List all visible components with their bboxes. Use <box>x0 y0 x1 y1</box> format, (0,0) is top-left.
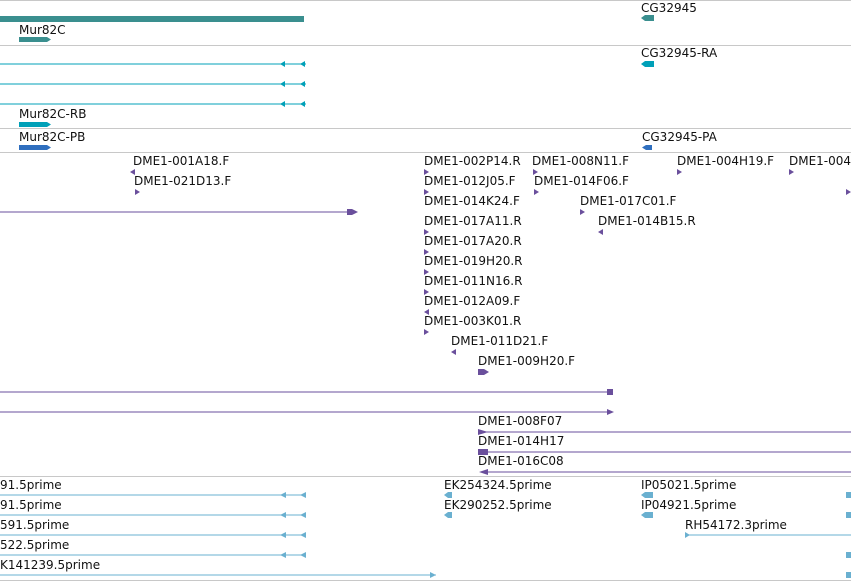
bac-end-glyph[interactable] <box>451 349 456 355</box>
protein-label-cg32945-pa[interactable]: CG32945-PA <box>642 130 717 144</box>
gene-feature-mur82c-span[interactable] <box>0 16 304 22</box>
bac-end-label[interactable]: DME1-004 <box>789 154 851 168</box>
bac-end-label[interactable]: DME1-008F07 <box>478 414 563 428</box>
gene-label-mur82c[interactable]: Mur82C <box>19 23 66 37</box>
transcript-line[interactable] <box>0 81 306 87</box>
cdna-label[interactable]: 91.5prime <box>0 498 62 512</box>
gene-label-cg32945[interactable]: CG32945 <box>641 1 697 15</box>
bac-end-label[interactable]: DME1-017A20.R <box>424 234 522 248</box>
cdna-label[interactable]: IP05021.5prime <box>641 478 737 492</box>
transcript-line[interactable] <box>0 101 306 107</box>
cdna-label[interactable]: EK254324.5prime <box>444 478 552 492</box>
bac-end-label[interactable]: DME1-002P14.R <box>424 154 521 168</box>
cdna-glyph[interactable] <box>444 512 452 518</box>
cdna-line[interactable] <box>0 512 306 518</box>
cdna-line[interactable] <box>0 572 436 578</box>
bac-end-glyph[interactable] <box>130 169 135 175</box>
transcript-label-mur82c-rb[interactable]: Mur82C-RB <box>19 107 87 121</box>
cdna-line[interactable] <box>685 532 851 538</box>
bac-end-label[interactable]: DME1-014K24.F <box>424 194 520 208</box>
cdna-line[interactable] <box>0 532 306 538</box>
bac-end-glyph[interactable] <box>424 309 429 315</box>
bac-end-glyph[interactable] <box>598 229 603 235</box>
bac-end-glyph[interactable] <box>424 329 429 335</box>
bac-end-label[interactable]: DME1-012A09.F <box>424 294 521 308</box>
protein-label-mur82c-pb[interactable]: Mur82C-PB <box>19 130 86 144</box>
bac-end-glyph[interactable] <box>789 169 794 175</box>
transcript-mur82c-rb[interactable] <box>19 122 51 127</box>
bac-end-glyph[interactable] <box>580 209 585 215</box>
transcript-label-cg32945-ra[interactable]: CG32945-RA <box>641 46 718 60</box>
transcript-line[interactable] <box>0 61 306 67</box>
cdna-glyph[interactable] <box>846 572 851 578</box>
bac-end-label[interactable]: DME1-001A18.F <box>133 154 230 168</box>
bac-end-label[interactable]: DME1-017C01.F <box>580 194 677 208</box>
bac-end-label[interactable]: DME1-003K01.R <box>424 314 522 328</box>
track-divider <box>0 580 851 581</box>
bac-clone-line[interactable] <box>478 429 851 435</box>
bac-end-label[interactable]: DME1-014B15.R <box>598 214 696 228</box>
bac-end-label[interactable]: DME1-012J05.F <box>424 174 516 188</box>
cdna-label[interactable]: 591.5prime <box>0 518 70 532</box>
bac-end-glyph[interactable] <box>424 249 429 255</box>
bac-end-label[interactable]: DME1-017A11.R <box>424 214 522 228</box>
cdna-label[interactable]: EK290252.5prime <box>444 498 552 512</box>
cdna-label[interactable]: 91.5prime <box>0 478 62 492</box>
track-divider <box>0 0 851 1</box>
cdna-label[interactable]: RH54172.3prime <box>685 518 787 532</box>
bac-end-glyph[interactable] <box>846 189 851 195</box>
cdna-glyph[interactable] <box>846 552 851 558</box>
bac-end-label[interactable]: DME1-004H19.F <box>677 154 775 168</box>
bac-end-label[interactable]: DME1-014F06.F <box>534 174 629 188</box>
cdna-line[interactable] <box>0 492 306 498</box>
cdna-glyph[interactable] <box>846 512 851 518</box>
bac-end-glyph[interactable] <box>424 189 429 195</box>
gene-feature-cg32945[interactable] <box>641 15 654 21</box>
cdna-label[interactable]: 522.5prime <box>0 538 70 552</box>
gene-feature-mur82c[interactable] <box>19 37 51 42</box>
bac-end-label[interactable]: DME1-014H17 <box>478 434 565 448</box>
protein-mur82c-pb[interactable] <box>19 145 51 150</box>
bac-clone-line[interactable] <box>479 469 851 475</box>
bac-clone-line[interactable] <box>478 449 851 455</box>
cdna-label[interactable]: IP04921.5prime <box>641 498 737 512</box>
bac-end-glyph[interactable] <box>534 189 539 195</box>
bac-end-glyph[interactable] <box>478 369 489 375</box>
bac-end-glyph[interactable] <box>424 269 429 275</box>
bac-end-label[interactable]: DME1-019H20.R <box>424 254 523 268</box>
bac-end-label[interactable]: DME1-008N11.F <box>532 154 630 168</box>
cdna-glyph[interactable] <box>846 492 851 498</box>
cdna-glyph[interactable] <box>444 492 452 498</box>
cdna-label[interactable]: K141239.5prime <box>0 558 101 572</box>
bac-end-label[interactable]: DME1-016C08 <box>478 454 564 468</box>
bac-end-glyph[interactable] <box>424 289 429 295</box>
cdna-glyph[interactable] <box>641 492 653 498</box>
track-divider <box>0 152 851 153</box>
bac-clone-line[interactable] <box>0 389 613 395</box>
bac-end-glyph[interactable] <box>533 169 538 175</box>
bac-end-label[interactable]: DME1-011D21.F <box>451 334 549 348</box>
bac-end-glyph[interactable] <box>135 189 140 195</box>
bac-end-label[interactable]: DME1-021D13.F <box>134 174 232 188</box>
bac-clone-line[interactable] <box>0 409 614 415</box>
transcript-cg32945-ra[interactable] <box>641 61 654 67</box>
bac-end-label[interactable]: DME1-009H20.F <box>478 354 576 368</box>
track-divider <box>0 128 851 129</box>
cdna-line[interactable] <box>0 552 306 558</box>
bac-end-glyph[interactable] <box>424 229 429 235</box>
track-divider <box>0 476 851 477</box>
cdna-glyph[interactable] <box>641 512 653 518</box>
track-divider <box>0 45 851 46</box>
bac-end-glyph[interactable] <box>677 169 682 175</box>
bac-end-label[interactable]: DME1-011N16.R <box>424 274 523 288</box>
protein-cg32945-pa[interactable] <box>642 145 652 150</box>
bac-clone-line[interactable] <box>0 209 358 215</box>
bac-end-glyph[interactable] <box>424 169 429 175</box>
